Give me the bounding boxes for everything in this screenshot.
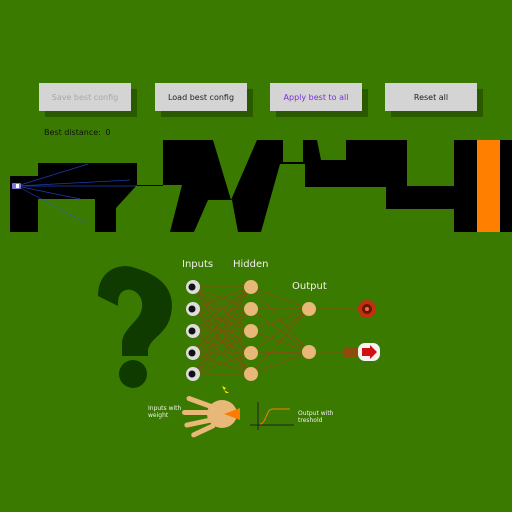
input-nodes: [186, 280, 200, 381]
eye-icon: [186, 324, 200, 338]
track: [10, 140, 512, 232]
load-best-config-button[interactable]: Load best config: [155, 83, 247, 111]
best-distance-readout: Best distance: 0: [42, 128, 111, 137]
eye-icon: [186, 280, 200, 294]
threshold-graph-icon: [250, 402, 294, 430]
finish-line: [477, 140, 500, 232]
best-distance-label: Best distance:: [44, 128, 101, 137]
output-label: Output: [292, 281, 327, 292]
inputs-label: Inputs: [182, 259, 214, 270]
hidden-label: Hidden: [233, 259, 269, 270]
car-sensor-rays: [16, 163, 137, 225]
brake-icon: [358, 300, 376, 318]
hidden-node: [244, 280, 258, 294]
hand-icon: [182, 396, 240, 438]
spark-icon: [222, 386, 229, 393]
reset-all-button[interactable]: Reset all: [385, 83, 477, 111]
best-distance-value: 0: [105, 128, 111, 137]
car: [12, 183, 21, 189]
inputs-with-weight-label: Inputs with weight: [148, 405, 182, 419]
question-mark-dot: [119, 360, 147, 388]
question-mark-icon: [98, 266, 172, 356]
hidden-node: [244, 346, 258, 360]
hidden-node: [244, 324, 258, 338]
hidden-node: [244, 367, 258, 381]
accelerate-icon: [344, 343, 380, 361]
network-edges: [192, 286, 360, 375]
output-with-threshold-label: Output with treshold: [298, 410, 334, 424]
apply-best-to-all-button[interactable]: Apply best to all: [270, 83, 362, 111]
hidden-nodes: [244, 280, 258, 381]
output-node: [302, 302, 316, 316]
output-node: [302, 345, 316, 359]
track-corridor: [10, 140, 512, 232]
eye-icon: [186, 302, 200, 316]
eye-icon: [186, 346, 200, 360]
hidden-node: [244, 302, 258, 316]
output-nodes: [302, 302, 316, 359]
start-zone: [10, 176, 38, 198]
save-best-config-button[interactable]: Save best config: [39, 83, 131, 111]
eye-icon: [186, 367, 200, 381]
